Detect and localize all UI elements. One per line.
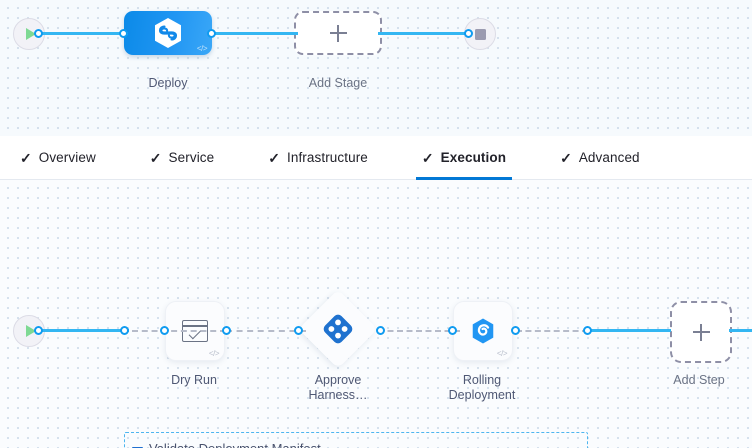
link-group-to-addstep (588, 328, 671, 332)
approval-diamond-icon (323, 314, 353, 344)
link-start-to-deploy (36, 31, 128, 35)
port-deploy-in[interactable] (119, 28, 128, 38)
harness-hexagon-icon (155, 18, 181, 48)
tab-execution[interactable]: ✓ Execution (415, 136, 513, 180)
step-group-header[interactable]: Validate Deployment Manifest (132, 441, 321, 448)
port-exec-start-out[interactable] (34, 325, 43, 335)
tab-label: Advanced (578, 150, 640, 165)
link-group-in-to-dryrun (132, 329, 226, 332)
tab-label: Overview (38, 150, 96, 165)
add-stage-button[interactable] (294, 11, 382, 55)
tab-infrastructure[interactable]: ✓ Infrastructure (262, 136, 374, 180)
code-badge-icon: </> (196, 44, 208, 53)
kubernetes-rolling-icon (472, 318, 494, 344)
add-step-button[interactable] (670, 301, 732, 363)
stage-label-deploy: Deploy (148, 76, 188, 90)
tab-advanced[interactable]: ✓ Advanced (554, 136, 646, 180)
approval-icon-wrap (310, 301, 366, 357)
tab-service[interactable]: ✓ Service (144, 136, 220, 180)
port-rolling-out[interactable] (511, 325, 520, 335)
step-group-validate-deployment-manifest[interactable] (124, 432, 588, 448)
link-addstep-to-edge (729, 328, 752, 332)
link-rolling-to-group-out (516, 329, 588, 332)
step-label-dry-run: Dry Run (171, 373, 217, 387)
add-step-label: Add Step (673, 373, 725, 387)
play-icon (25, 28, 36, 40)
link-dryrun-to-approve (226, 329, 306, 332)
check-icon: ✓ (268, 149, 280, 166)
play-icon (25, 325, 36, 337)
step-label-rolling-deployment: Rolling Deployment (448, 373, 516, 402)
port-dryrun-out[interactable] (222, 325, 231, 335)
link-approve-to-rolling (378, 329, 460, 332)
add-stage-label: Add Stage (308, 76, 368, 90)
check-icon: ✓ (560, 149, 572, 166)
code-badge-icon: </> (208, 349, 220, 358)
step-group-title: Validate Deployment Manifest (149, 441, 321, 448)
link-deploy-to-addstage (208, 31, 298, 35)
step-node-rolling-deployment[interactable]: </> (453, 301, 513, 361)
port-approve-out[interactable] (376, 325, 385, 335)
stage-node-deploy[interactable]: </> (124, 11, 212, 55)
step-label-approve-harness: Approve Harness… (308, 373, 368, 402)
code-badge-icon: </> (496, 349, 508, 358)
pipeline-stage-canvas[interactable]: </> Deploy Add Stage (0, 0, 752, 136)
tab-overview[interactable]: ✓ Overview (14, 136, 102, 180)
port-approve-in[interactable] (294, 325, 303, 335)
check-icon: ✓ (20, 149, 32, 166)
port-group-out[interactable] (583, 325, 592, 335)
port-start-out[interactable] (34, 28, 43, 38)
link-start-to-group (36, 328, 129, 332)
tab-label: Service (168, 150, 215, 165)
port-group-in[interactable] (120, 325, 129, 335)
execution-step-canvas[interactable]: Validate Deployment Manifest </> Dry Run (0, 180, 752, 448)
port-end-in[interactable] (464, 28, 473, 38)
plus-icon (692, 323, 710, 341)
tab-label: Infrastructure (286, 150, 368, 165)
plus-icon (329, 24, 347, 42)
link-addstage-to-end (378, 31, 468, 35)
port-rolling-in[interactable] (448, 325, 457, 335)
port-deploy-out[interactable] (207, 28, 216, 38)
stage-config-tabs: ✓ Overview ✓ Service ✓ Infrastructure ✓ … (0, 136, 752, 180)
stop-icon (474, 28, 486, 40)
check-icon: ✓ (421, 149, 434, 166)
check-icon: ✓ (149, 149, 162, 166)
port-dryrun-in[interactable] (160, 325, 169, 335)
tab-label: Execution (440, 150, 507, 165)
